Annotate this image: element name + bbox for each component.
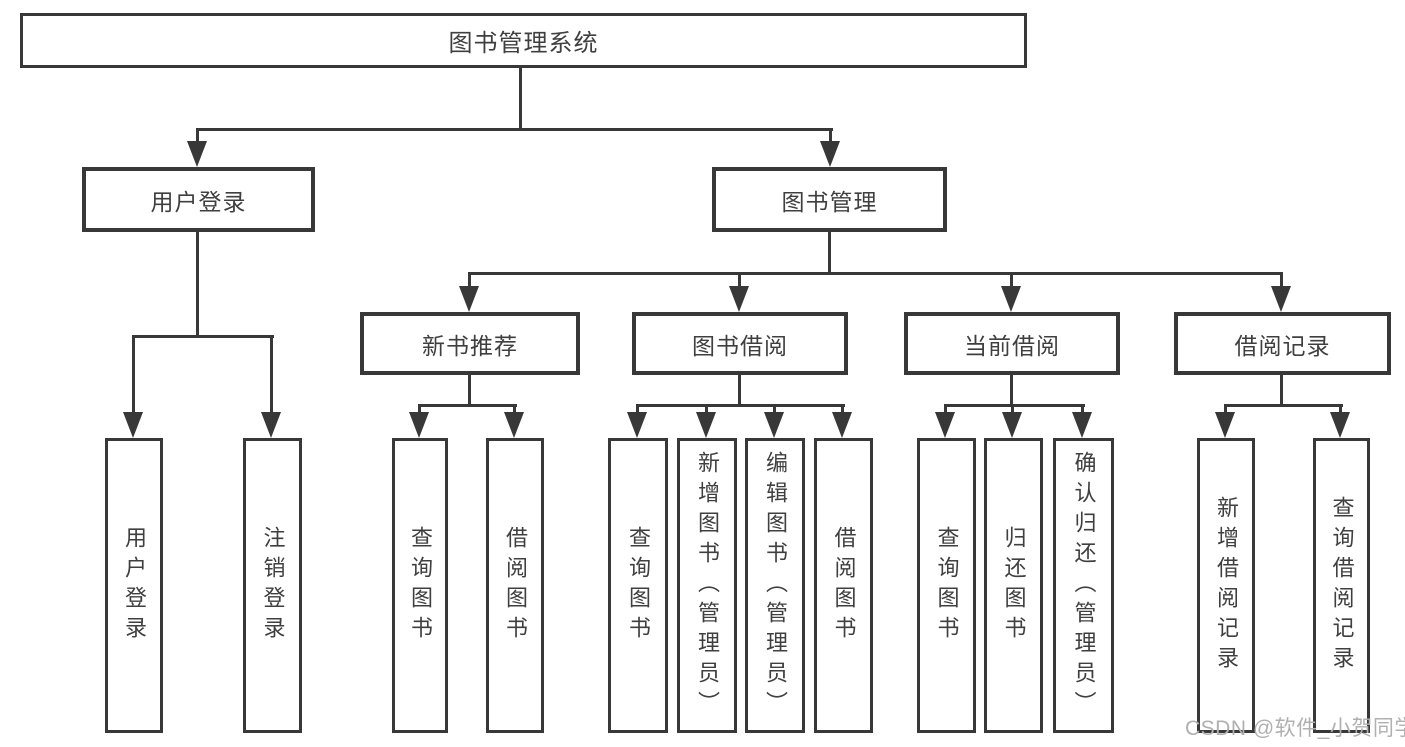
connector-line (1339, 404, 1342, 414)
connector-line (270, 335, 273, 414)
node-current-borrow: 当前借阅 (904, 312, 1120, 375)
node-new-book-recommend: 新书推荐 (360, 312, 580, 375)
connector-line (132, 335, 135, 414)
connector-line (636, 404, 639, 414)
connector-line (1224, 404, 1227, 414)
connector-line (1280, 375, 1283, 406)
leaf-label: 编辑图书（管理员） (763, 450, 788, 721)
leaf-label: 查询图书 (408, 525, 433, 646)
connector-line (828, 232, 831, 274)
node-label: 新书推荐 (422, 332, 518, 359)
connector-line (468, 272, 1283, 275)
connector-line (738, 375, 741, 406)
arrowhead-icon (409, 412, 429, 438)
leaf-return-books: 归还图书 (984, 438, 1043, 733)
connector-line (1280, 272, 1283, 288)
connector-line (418, 404, 421, 414)
connector-line (418, 404, 517, 407)
node-label: 图书管理 (781, 188, 878, 215)
arrowhead-icon (1330, 412, 1350, 438)
node-label: 当前借阅 (964, 332, 1060, 359)
connector-line (196, 128, 199, 143)
leaf-edit-books-admin: 编辑图书（管理员） (745, 438, 805, 733)
connector-line (513, 404, 516, 414)
arrowhead-icon (1072, 412, 1092, 438)
connector-line (944, 404, 1085, 407)
leaf-add-borrow-record: 新增借阅记录 (1197, 438, 1255, 733)
leaf-label: 确认归还（管理员） (1071, 450, 1097, 721)
leaf-label: 注销登录 (260, 525, 286, 646)
connector-line (519, 68, 522, 130)
arrowhead-icon (832, 412, 852, 438)
leaf-label: 借阅图书 (831, 525, 857, 646)
leaf-label: 查询图书 (934, 525, 960, 646)
leaf-label: 查询借阅记录 (1329, 495, 1355, 676)
arrowhead-icon (1001, 286, 1021, 312)
leaf-add-books-admin: 新增图书（管理员） (677, 438, 737, 733)
leaf-label: 归还图书 (1001, 525, 1027, 646)
leaf-confirm-return-admin: 确认归还（管理员） (1053, 438, 1114, 733)
node-label: 借阅记录 (1234, 332, 1331, 359)
leaf-query-books-current: 查询图书 (917, 438, 976, 733)
arrowhead-icon (820, 141, 840, 167)
connector-line (773, 404, 776, 414)
connector-line (1081, 404, 1084, 414)
leaf-label: 查询图书 (626, 525, 651, 646)
connector-line (132, 335, 274, 338)
leaf-query-books-recommend: 查询图书 (392, 438, 448, 733)
arrowhead-icon (459, 286, 479, 312)
node-label: 图书借阅 (692, 332, 788, 359)
node-borrow-records: 借阅记录 (1174, 312, 1391, 375)
arrowhead-icon (123, 412, 143, 438)
connector-line (1010, 375, 1013, 406)
arrowhead-icon (764, 412, 784, 438)
node-user-login-branch: 用户登录 (82, 167, 315, 232)
connector-line (829, 128, 832, 143)
node-root-label: 图书管理系统 (448, 30, 599, 57)
connector-line (196, 128, 833, 131)
connector-line (196, 232, 199, 338)
leaf-query-books-borrow: 查询图书 (608, 438, 668, 733)
node-book-borrow: 图书借阅 (632, 312, 848, 375)
csdn-watermark: CSDN @软件_小贺同学 (1185, 717, 1405, 740)
connector-line (841, 404, 844, 414)
node-root: 图书管理系统 (20, 13, 1027, 68)
leaf-query-borrow-record: 查询借阅记录 (1313, 438, 1370, 733)
leaf-label: 借阅图书 (503, 525, 528, 646)
arrowhead-icon (696, 412, 716, 438)
leaf-label: 用户登录 (122, 525, 147, 646)
arrowhead-icon (261, 412, 281, 438)
node-book-management: 图书管理 (712, 167, 947, 232)
arrowhead-icon (504, 412, 524, 438)
connector-line (468, 375, 471, 406)
arrowhead-icon (1002, 412, 1022, 438)
leaf-label: 新增图书（管理员） (695, 450, 720, 721)
arrowhead-icon (1271, 286, 1291, 312)
connector-line (468, 272, 471, 288)
connector-line (705, 404, 708, 414)
leaf-user-login: 用户登录 (105, 438, 163, 733)
arrowhead-icon (729, 286, 749, 312)
connector-line (944, 404, 947, 414)
connector-line (1010, 272, 1013, 288)
arrowhead-icon (1215, 412, 1235, 438)
node-label: 用户登录 (150, 188, 247, 215)
arrowhead-icon (187, 141, 207, 167)
leaf-label: 新增借阅记录 (1214, 495, 1239, 676)
arrowhead-icon (627, 412, 647, 438)
connector-line (636, 404, 845, 407)
leaf-borrow-books-recommend: 借阅图书 (486, 438, 544, 733)
leaf-borrow-books: 借阅图书 (814, 438, 873, 733)
leaf-logout: 注销登录 (243, 438, 302, 733)
connector-line (1224, 404, 1343, 407)
connector-line (1011, 404, 1014, 414)
connector-line (738, 272, 741, 288)
arrowhead-icon (935, 412, 955, 438)
